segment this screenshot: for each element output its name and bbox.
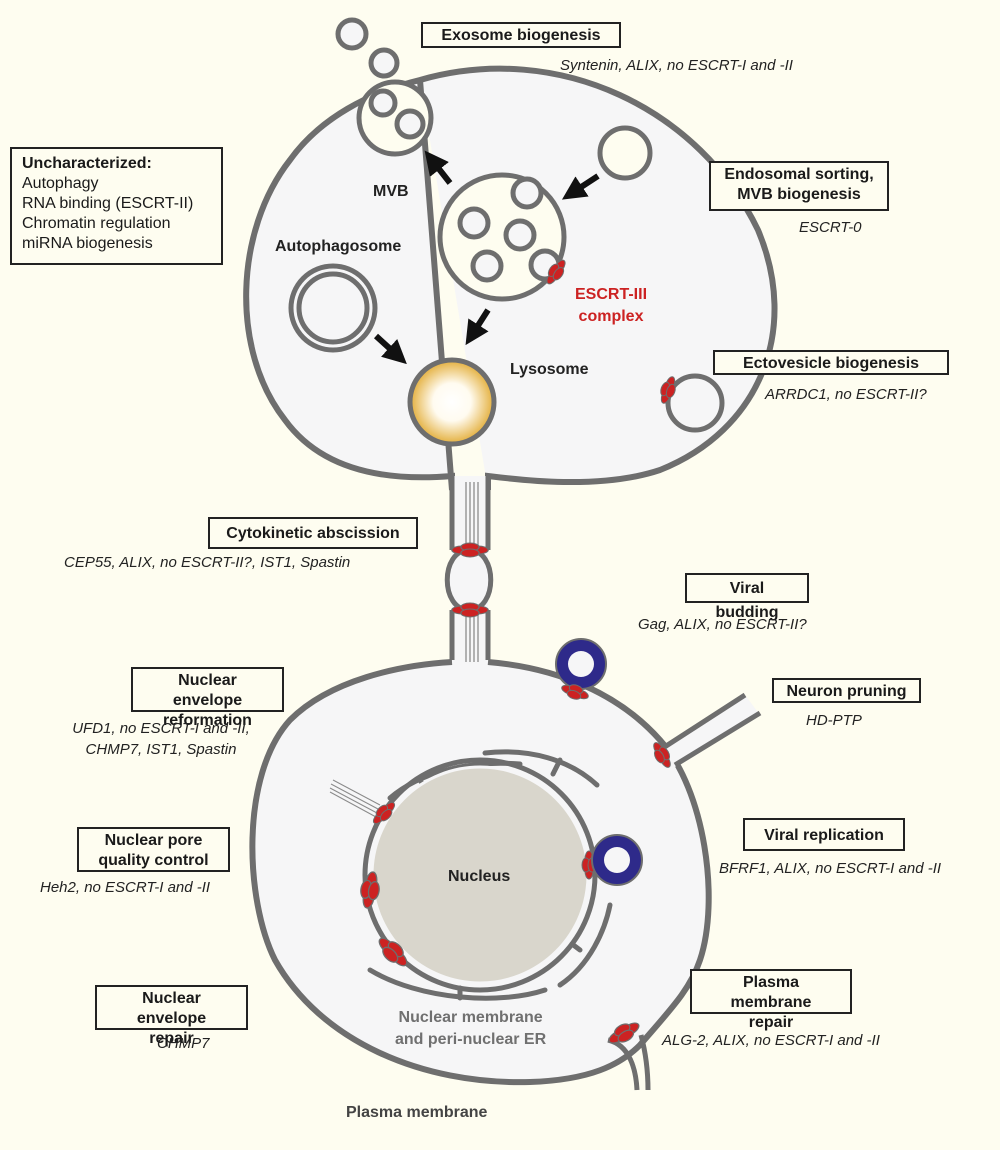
factors-nuclear-envelope-reformation: UFD1, no ESCRT-I and -II, CHMP7, IST1, S… <box>72 720 250 758</box>
factors-exosome-biogenesis: Syntenin, ALIX, no ESCRT-I and -II <box>560 57 793 74</box>
nuclear-pore-fibers <box>329 779 381 818</box>
process-nuclear-envelope-reformation: Nuclear envelope reformation <box>131 667 284 729</box>
uncharacterized-box: Uncharacterized: Autophagy RNA binding (… <box>10 147 223 265</box>
mvb <box>437 172 571 302</box>
process-viral-replication: Viral replication <box>743 818 905 851</box>
factors-nuclear-envelope-repair: CHMP7 <box>157 1035 210 1052</box>
lower-cell <box>249 638 762 1091</box>
process-nuclear-pore-quality-control: Nuclear pore quality control <box>77 827 230 872</box>
released-exosome <box>368 47 400 79</box>
lysosome <box>407 357 497 447</box>
ectovesicle <box>665 373 725 433</box>
process-cytokinetic-abscission: Cytokinetic abscission <box>208 517 418 549</box>
exosome-vesicle <box>394 108 426 140</box>
neurite <box>648 692 762 772</box>
upper-cell <box>243 17 778 491</box>
released-exosome <box>335 17 369 51</box>
factors-plasma-membrane-repair: ALG-2, ALIX, no ESCRT-I and -II <box>662 1032 880 1049</box>
process-exosome-biogenesis: Exosome biogenesis <box>421 22 621 48</box>
nuclear-membrane-label: Nuclear membrane and peri-nuclear ER <box>395 1009 547 1048</box>
process-neuron-pruning: Neuron pruning <box>772 678 921 703</box>
midbody-bridge <box>444 476 494 685</box>
autophagosome-label: Autophagosome <box>275 238 402 255</box>
factors-nuclear-pore-quality-control: Heh2, no ESCRT-I and -II <box>40 879 211 896</box>
autophagosome <box>288 263 378 353</box>
lysosome-label: Lysosome <box>510 361 589 378</box>
process-plasma-membrane-repair: Plasma membrane repair <box>690 969 852 1031</box>
process-nuclear-envelope-repair: Nuclear envelope repair <box>95 985 248 1047</box>
peri-nuclear-er <box>362 749 613 1001</box>
virus-particle-icon <box>555 638 607 690</box>
escrt-iii-label: ESCRT-III complex <box>575 286 648 325</box>
virus-particle-icon <box>591 834 643 886</box>
factors-cytokinetic-abscission: CEP55, ALIX, no ESCRT-II?, IST1, Spastin <box>64 554 351 571</box>
arrow-icon <box>424 150 453 185</box>
arrow-icon <box>561 173 600 200</box>
endocytic-pit <box>597 125 653 181</box>
arrow-icon <box>465 308 491 346</box>
exosome-vesicle <box>368 88 398 118</box>
process-ectovesicle-biogenesis: Ectovesicle biogenesis <box>713 350 949 375</box>
factors-endosomal-sorting: ESCRT-0 <box>799 219 862 236</box>
nucleus-label: Nucleus <box>448 868 511 885</box>
factors-ectovesicle-biogenesis: ARRDC1, no ESCRT-II? <box>765 386 927 403</box>
factors-viral-replication: BFRF1, ALIX, no ESCRT-I and -II <box>719 860 942 877</box>
factors-viral-budding: Gag, ALIX, no ESCRT-II? <box>638 616 807 633</box>
membrane-repair-site <box>605 1017 651 1091</box>
process-endosomal-sorting: Endosomal sorting, MVB biogenesis <box>709 161 889 211</box>
plasma-membrane-label: Plasma membrane <box>346 1104 488 1121</box>
mvb-label: MVB <box>373 183 409 200</box>
arrow-icon <box>373 333 407 365</box>
process-viral-budding: Viral budding <box>685 573 809 621</box>
factors-neuron-pruning: HD-PTP <box>806 712 862 729</box>
